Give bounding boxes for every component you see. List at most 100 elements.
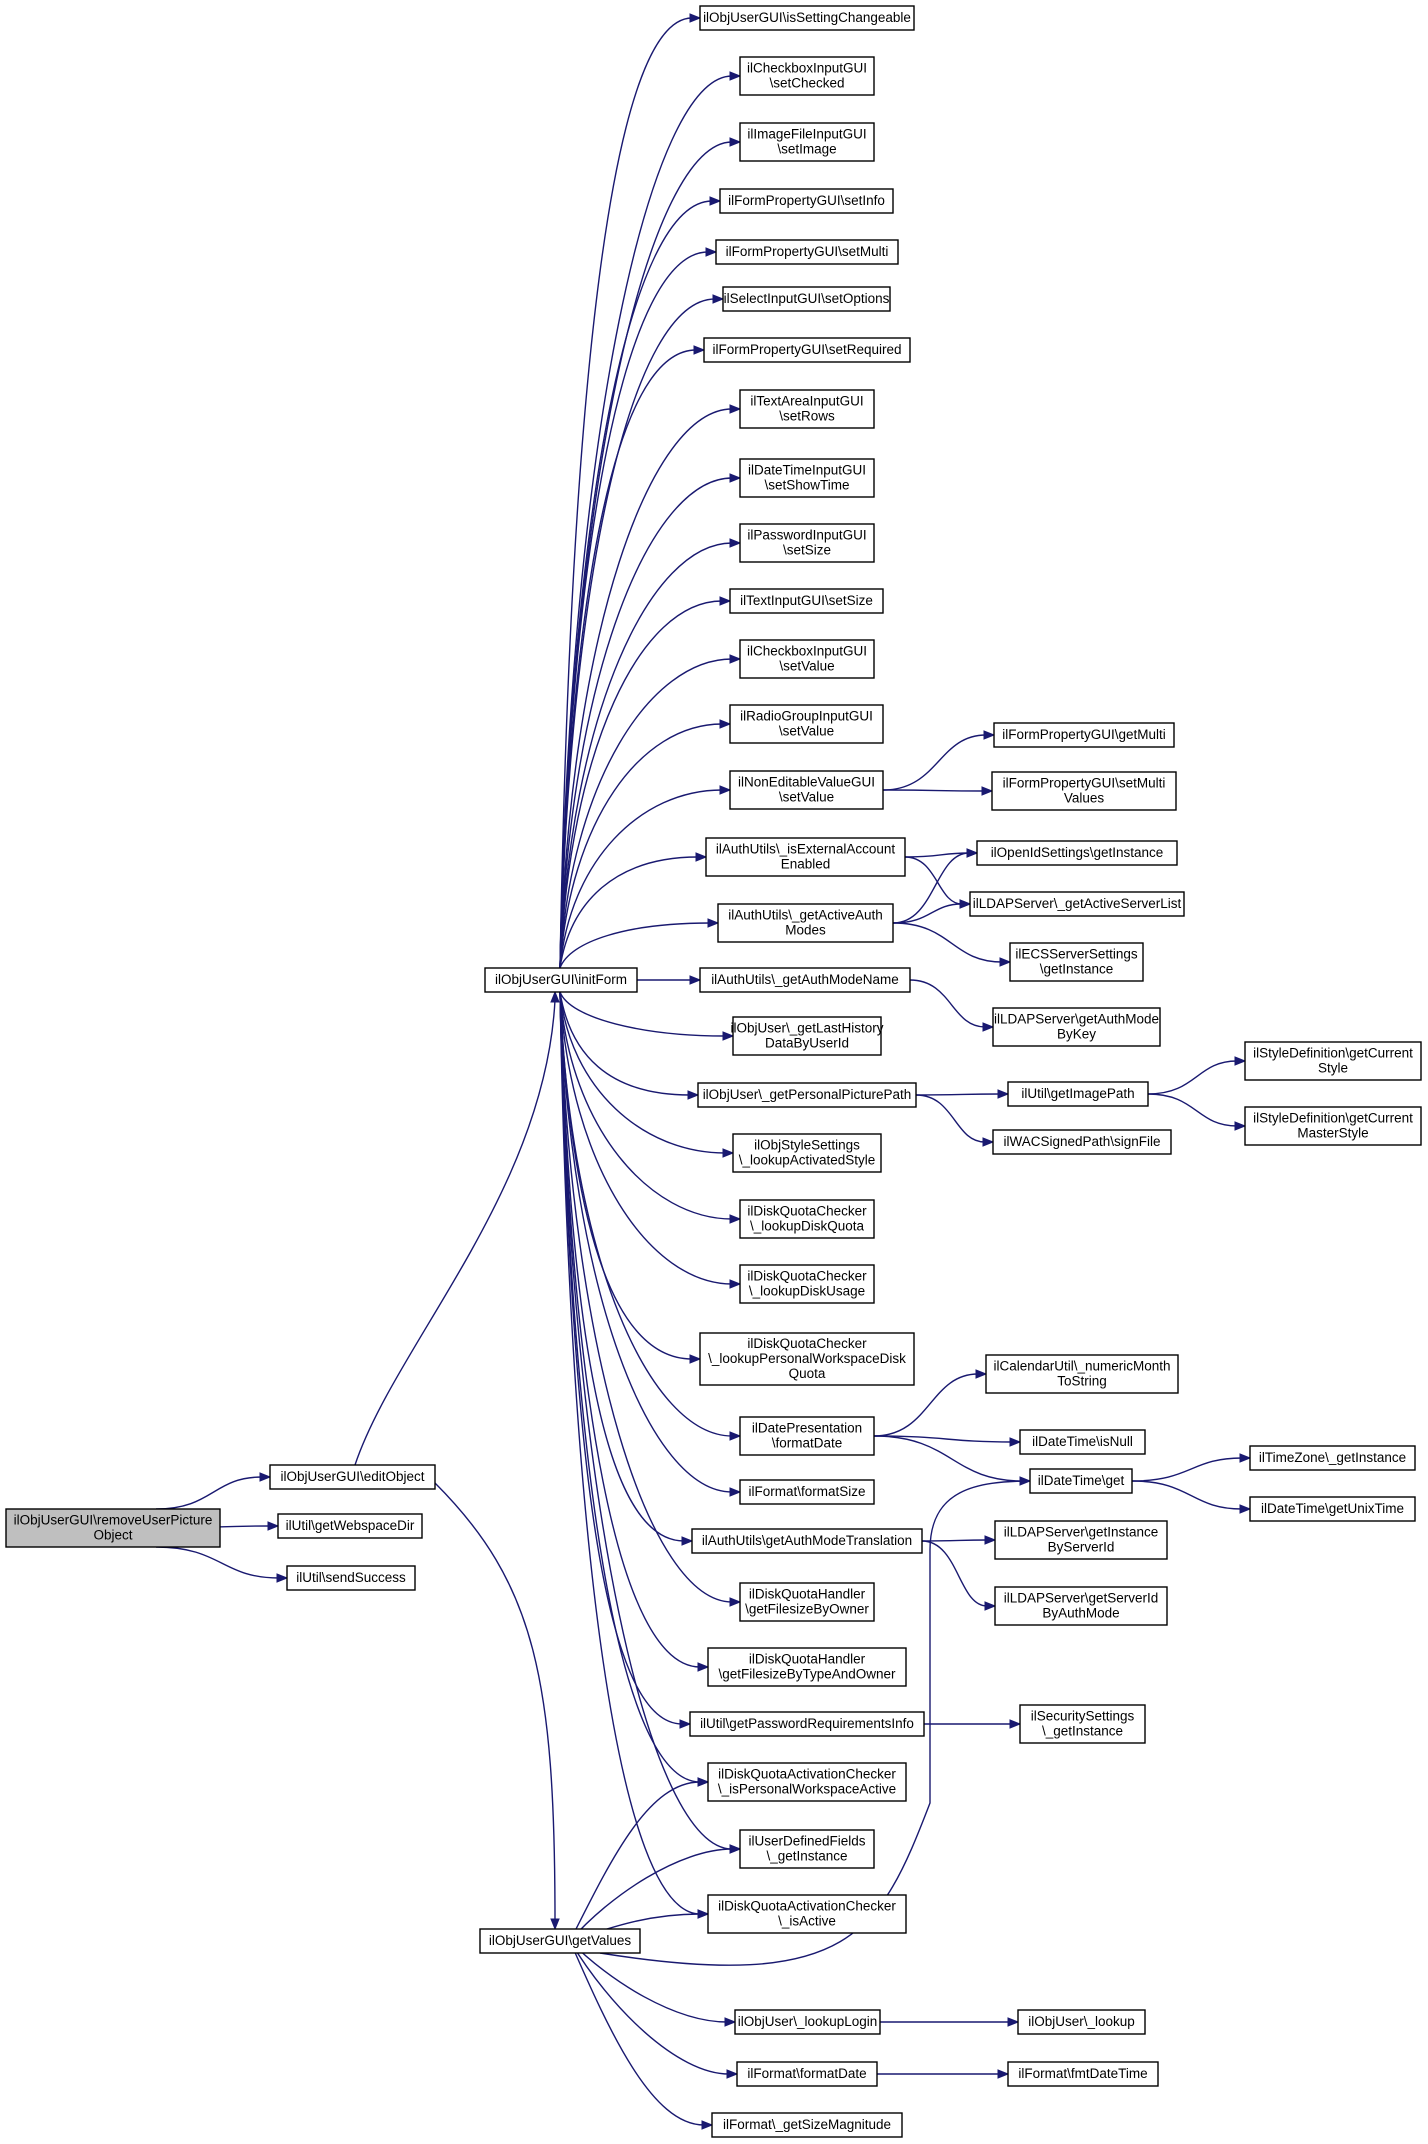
node-box — [699, 5, 915, 31]
node-box — [736, 2061, 878, 2087]
node-dt-set-show-time[interactable]: ilDateTimeInputGUI\setShowTime — [739, 458, 875, 498]
node-udf-inst[interactable]: ilUserDefinedFields\_getInstance — [739, 1829, 875, 1869]
node-label: ilAuthUtils\getAuthModeTranslation — [702, 1533, 912, 1548]
node-label: ilUtil\sendSuccess — [296, 1570, 406, 1585]
call-graph-edges — [155, 13, 1252, 2130]
node-cb-set-value[interactable]: ilCheckboxInputGUI\setValue — [739, 639, 875, 679]
node-init-form[interactable]: ilObjUserGUI\initForm — [484, 967, 638, 993]
node-sec-inst[interactable]: ilSecuritySettings\_getInstance — [1019, 1704, 1146, 1744]
node-dt-is-null[interactable]: ilDateTime\isNull — [1019, 1429, 1146, 1455]
edge-edit-object-to-get-values — [434, 1482, 556, 1922]
node-box — [992, 1129, 1172, 1155]
node-ta-set-rows[interactable]: ilTextAreaInputGUI\setRows — [739, 389, 875, 429]
node-fp-set-info[interactable]: ilFormPropertyGUI\setInfo — [719, 188, 894, 214]
node-fmt-format-size[interactable]: ilFormat\formatSize — [739, 1479, 875, 1505]
node-tz-inst[interactable]: ilTimeZone\_getInstance — [1249, 1445, 1416, 1471]
edge-get-values-to-dqac-pws — [569, 1781, 701, 1942]
node-box — [479, 1928, 641, 1954]
node-fmt-size-mag[interactable]: ilFormat\_getSizeMagnitude — [711, 2112, 903, 2138]
node-label: ilDiskQuotaActivationChecker — [718, 1899, 896, 1914]
node-ldap-active-list[interactable]: ilLDAPServer\_getActiveServerList — [969, 891, 1185, 917]
node-is-setting-changeable[interactable]: ilObjUserGUI\isSettingChangeable — [699, 5, 915, 31]
node-dqc-usage[interactable]: ilDiskQuotaChecker\_lookupDiskUsage — [739, 1264, 875, 1304]
node-sel-set-options[interactable]: ilSelectInputGUI\setOptions — [722, 286, 891, 312]
node-label: \_getInstance — [766, 1849, 847, 1864]
node-send-success[interactable]: ilUtil\sendSuccess — [286, 1565, 416, 1591]
edge-arrowhead — [1239, 1453, 1252, 1463]
node-util-pwreq[interactable]: ilUtil\getPasswordRequirementsInfo — [689, 1711, 925, 1737]
node-dt-unix[interactable]: ilDateTime\getUnixTime — [1249, 1496, 1416, 1522]
node-fp-set-multi[interactable]: ilFormPropertyGUI\setMulti — [715, 239, 899, 265]
node-rg-set-value[interactable]: ilRadioGroupInputGUI\setValue — [729, 704, 884, 744]
node-box — [992, 1007, 1161, 1047]
edge-arrowhead — [689, 1354, 702, 1364]
edge-init-form-to-ou-last-history — [559, 991, 726, 1037]
node-get-webspace-dir[interactable]: ilUtil\getWebspaceDir — [277, 1513, 423, 1539]
node-oss-lookup[interactable]: ilObjStyleSettings\_lookupActivatedStyle — [732, 1133, 882, 1173]
node-dqh-owner[interactable]: ilDiskQuotaHandler\getFilesizeByOwner — [739, 1582, 875, 1622]
node-dt-get[interactable]: ilDateTime\get — [1029, 1468, 1133, 1494]
node-ou-lookup-login[interactable]: ilObjUser\_lookupLogin — [734, 2009, 881, 2035]
node-box — [1244, 1106, 1422, 1146]
node-fp-get-multi[interactable]: ilFormPropertyGUI\getMulti — [993, 722, 1175, 748]
node-cb-set-checked[interactable]: ilCheckboxInputGUI\setChecked — [739, 56, 875, 96]
node-au-get-auth-mode-name[interactable]: ilAuthUtils\_getAuthModeName — [699, 967, 911, 993]
edge-init-form-to-rg-set-value — [559, 723, 723, 969]
node-label: ilFormat\formatSize — [748, 1484, 865, 1499]
edge-dt-get-to-dt-unix — [1131, 1480, 1243, 1510]
node-dqh-typeowner[interactable]: ilDiskQuotaHandler\getFilesizeByTypeAndO… — [707, 1647, 907, 1687]
node-dqac-pws[interactable]: ilDiskQuotaActivationChecker\_isPersonal… — [707, 1762, 907, 1802]
node-box — [707, 1647, 907, 1687]
edge-dp-format-date-to-dt-get — [873, 1435, 1023, 1482]
node-label: ilFormPropertyGUI\setMulti — [1003, 776, 1166, 791]
node-ou-lookup[interactable]: ilObjUser\_lookup — [1017, 2009, 1146, 2035]
node-pw-set-size[interactable]: ilPasswordInputGUI\setSize — [739, 523, 875, 563]
edge-arrowhead — [984, 1601, 997, 1611]
edge-arrowhead — [997, 2069, 1010, 2079]
node-dqc-quota[interactable]: ilDiskQuotaChecker\_lookupDiskQuota — [739, 1199, 875, 1239]
node-ou-personal-pic[interactable]: ilObjUser\_getPersonalPicturePath — [697, 1082, 917, 1108]
edge-arrowhead — [679, 1719, 692, 1729]
node-get-values[interactable]: ilObjUserGUI\getValues — [479, 1928, 641, 1954]
node-edit-object[interactable]: ilObjUserGUI\editObject — [269, 1464, 436, 1490]
node-ecs-inst[interactable]: ilECSServerSettings\getInstance — [1009, 942, 1144, 982]
node-dqc-pwsquota[interactable]: ilDiskQuotaChecker\_lookupPersonalWorksp… — [699, 1332, 915, 1386]
node-dp-format-date[interactable]: ilDatePresentation\formatDate — [739, 1416, 875, 1456]
node-box — [739, 1199, 875, 1239]
node-ne-set-value[interactable]: ilNonEditableValueGUI\setValue — [729, 770, 884, 810]
node-box — [739, 523, 875, 563]
edge-arrowhead — [693, 345, 706, 355]
edge-arrowhead — [722, 1148, 735, 1158]
edge-arrowhead — [719, 719, 732, 729]
node-label: ilFormat\formatDate — [747, 2066, 866, 2081]
edge-arrowhead — [697, 1777, 710, 1787]
node-fmt-format-date[interactable]: ilFormat\formatDate — [736, 2061, 878, 2087]
node-label: ilObjUserGUI\initForm — [495, 972, 627, 987]
node-fmt-fmt-date-time[interactable]: ilFormat\fmtDateTime — [1007, 2061, 1159, 2087]
node-label: ilObjUserGUI\removeUserPicture — [14, 1513, 213, 1528]
node-dqac-active[interactable]: ilDiskQuotaActivationChecker\_isActive — [707, 1894, 907, 1934]
node-util-image-path[interactable]: ilUtil\getImagePath — [1007, 1081, 1149, 1107]
edge-dp-format-date-to-cal-numeric-month — [873, 1373, 979, 1437]
node-oid-inst[interactable]: ilOpenIdSettings\getInstance — [976, 840, 1178, 866]
node-ti-set-size[interactable]: ilTextInputGUI\setSize — [729, 588, 884, 614]
edge-arrowhead — [1234, 1121, 1247, 1131]
edge-arrowhead — [729, 654, 742, 664]
node-img-set-image[interactable]: ilImageFileInputGUI\setImage — [739, 122, 875, 162]
node-wac-sign-file[interactable]: ilWACSignedPath\signFile — [992, 1129, 1172, 1155]
node-au-mode-translation[interactable]: ilAuthUtils\getAuthModeTranslation — [691, 1528, 923, 1554]
edge-init-form-to-dt-set-show-time — [559, 477, 733, 969]
node-fp-set-required[interactable]: ilFormPropertyGUI\setRequired — [703, 337, 911, 363]
